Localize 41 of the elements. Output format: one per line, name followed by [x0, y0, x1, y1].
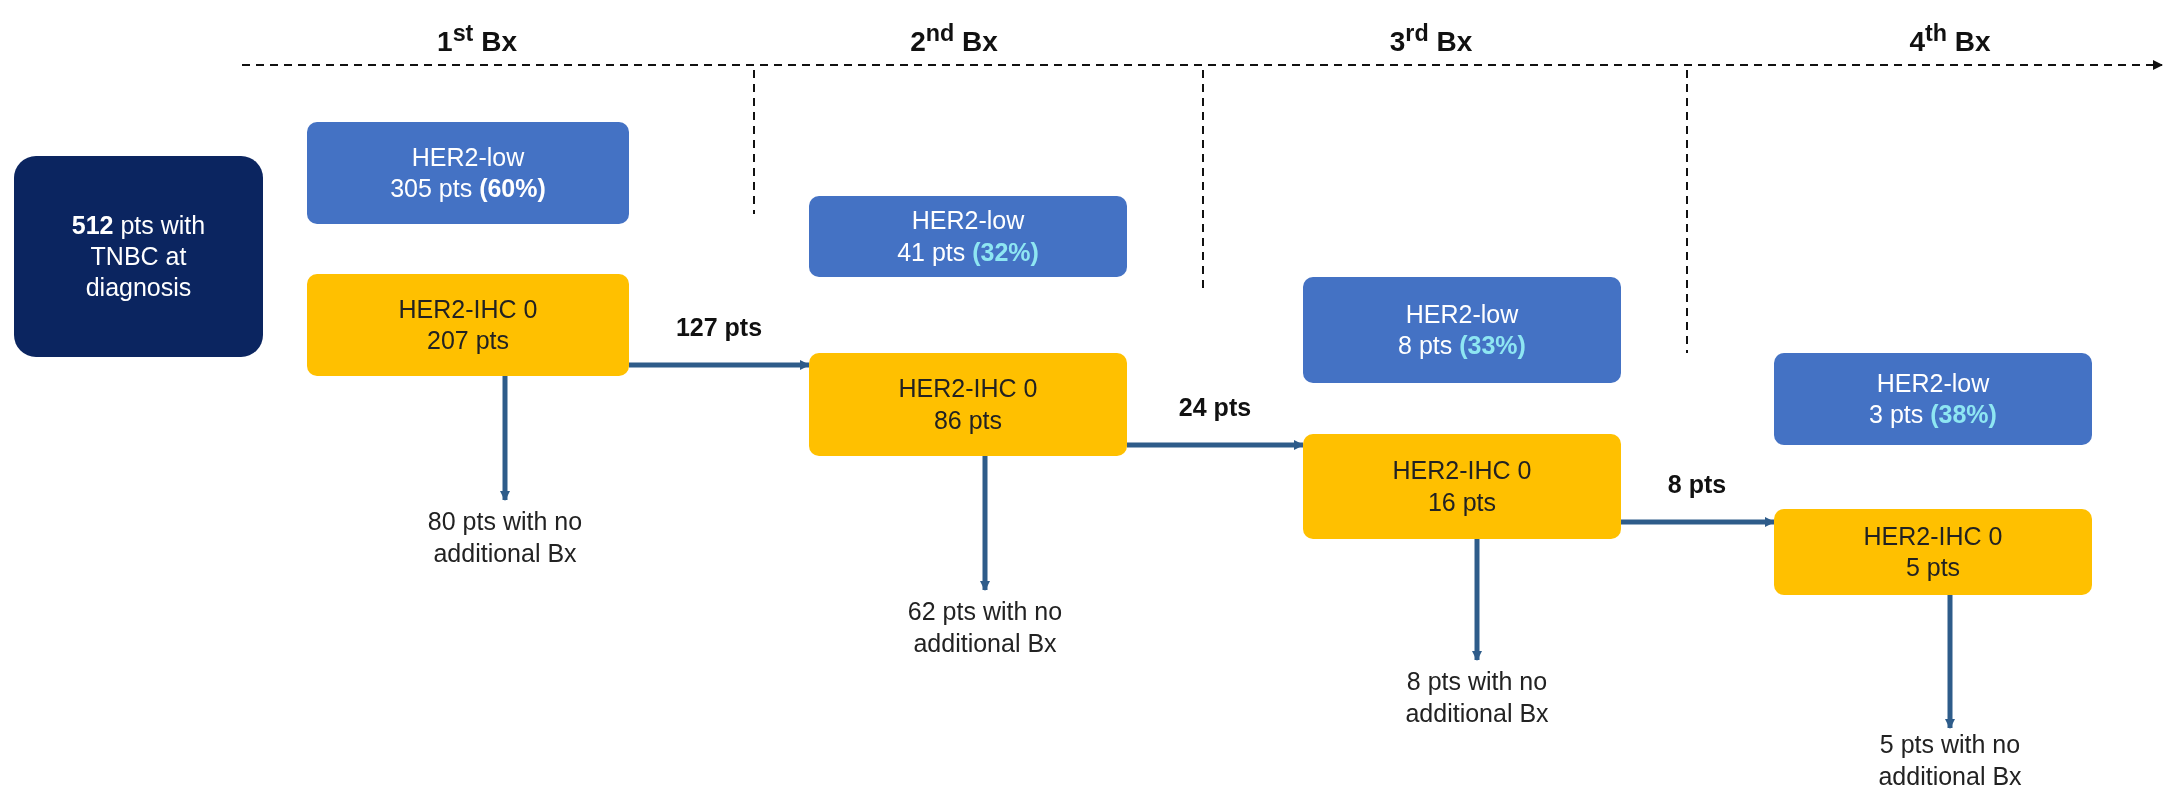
arrow: [980, 456, 990, 591]
count-text: 8 pts (33%): [1398, 330, 1526, 361]
category-box: [809, 196, 1127, 277]
category-box: [1774, 353, 2092, 445]
arrow: [1621, 517, 1775, 527]
arrow: [1945, 595, 1955, 729]
count-text: 207 pts: [427, 325, 509, 356]
count-text: 305 pts (60%): [390, 173, 546, 204]
category-label: HER2-low: [1876, 367, 1990, 399]
category-label: HER2-IHC 0: [398, 293, 538, 325]
category-box: [307, 122, 629, 224]
category-label: HER2-IHC 0: [1392, 455, 1532, 487]
outcome-text: 62 pts with no additional Bx: [865, 590, 1105, 665]
category-label: HER2-low: [1405, 298, 1519, 330]
category-label: HER2-IHC 0: [898, 373, 1038, 405]
category-box: [1303, 277, 1621, 383]
cohort-box: [14, 156, 263, 357]
column-header: 3$^{rd}$ Bx: [1389, 20, 1473, 59]
count-text: 86 pts: [933, 404, 1003, 436]
category-label: HER2-low: [911, 205, 1025, 237]
arrow: [1472, 539, 1482, 661]
arrow: [500, 376, 510, 501]
column-header: 4$^{th}$ Bx: [1909, 20, 1991, 59]
arrow: [629, 360, 810, 370]
category-box: [1303, 434, 1621, 539]
category-box: [307, 274, 629, 376]
outcome-text: 5 pts with no additional Bx: [1830, 728, 2070, 793]
count-text: 16 pts: [1427, 486, 1497, 518]
outcome-text: 8 pts with no additional Bx: [1357, 660, 1597, 735]
arrow: [1127, 440, 1304, 450]
count-text: 5 pts: [1905, 552, 1961, 583]
count-text: 3 pts (38%): [1869, 399, 1997, 430]
column-header: 1$^{st}$ Bx: [437, 20, 517, 59]
category-box: [809, 353, 1127, 456]
box-text: 512 pts with TNBC at diagnosis: [70, 209, 207, 304]
category-label: HER2-low: [411, 141, 525, 173]
count-text: 41 pts (32%): [897, 236, 1039, 268]
outcome-text: 80 pts with no additional Bx: [385, 500, 625, 575]
column-header: 2$^{nd}$ Bx: [910, 20, 998, 59]
category-label: HER2-IHC 0: [1863, 520, 2003, 552]
category-box: [1774, 509, 2092, 595]
